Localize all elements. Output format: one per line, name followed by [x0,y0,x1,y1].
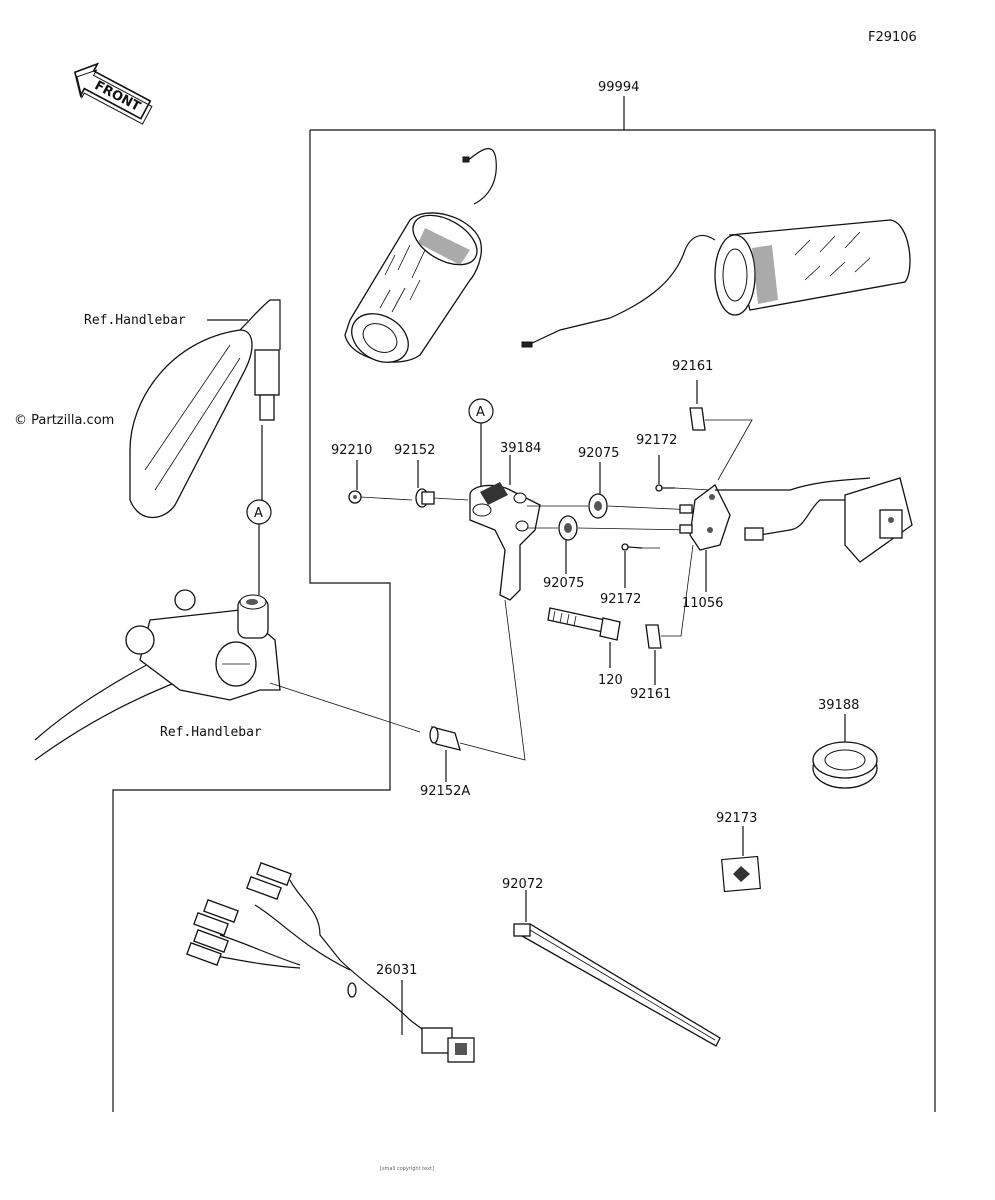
front-arrow-icon: FRONT [73,62,153,125]
part-92075-bottom-drawing [558,515,578,541]
part-label-11056: 11056 [682,596,723,611]
part-label-92075-top: 92075 [578,446,619,461]
part-39184-drawing [469,482,541,601]
lever-perch-drawing [34,589,281,761]
figure-id: F29106 [868,30,917,45]
right-grip-drawing [521,219,911,348]
part-label-92152a: 92152A [420,784,470,799]
part-11056-drawing [679,484,731,551]
part-label-92172-bottom: 92172 [600,592,641,607]
part-39188-drawing [812,741,878,789]
part-label-92210: 92210 [331,443,372,458]
part-92161-top-drawing [689,407,706,431]
part-92210-drawing [348,490,362,504]
heater-controller-drawing [715,477,913,563]
part-label-99994: 99994 [598,80,639,95]
callout-a-left-label: A [254,506,263,521]
part-label-92173: 92173 [716,811,757,826]
part-label-120: 120 [598,673,623,688]
ref-label-handlebar-top: Ref.Handlebar [84,313,186,328]
part-92161-bottom-drawing [645,624,662,649]
part-26031-drawing [186,862,475,1063]
part-92072-drawing [513,923,721,1047]
part-120-drawing [547,607,621,641]
part-label-92161-bottom: 92161 [630,687,671,702]
part-label-26031: 26031 [376,963,417,978]
part-label-92161-top: 92161 [672,359,713,374]
part-label-92075-bottom: 92075 [543,576,584,591]
part-92152-drawing [415,488,435,508]
part-label-92072: 92072 [502,877,543,892]
part-label-39184: 39184 [500,441,541,456]
callout-a-bracket-label: A [476,405,485,420]
footer-note: [small copyright text] [380,1166,434,1172]
part-label-92172-top: 92172 [636,433,677,448]
part-92173-drawing [721,855,761,893]
kit-outline [112,96,936,1112]
part-92152a-drawing [429,726,461,751]
part-label-92152: 92152 [394,443,435,458]
ref-label-handlebar-bottom: Ref.Handlebar [160,725,262,740]
part-92172-bottom-drawing [621,543,643,551]
part-92172-top-drawing [655,484,675,492]
part-92075-top-drawing [588,493,608,519]
left-grip-drawing [344,148,497,363]
mirror-drawing [129,299,281,518]
watermark: © Partzilla.com [14,413,114,428]
part-label-39188: 39188 [818,698,859,713]
